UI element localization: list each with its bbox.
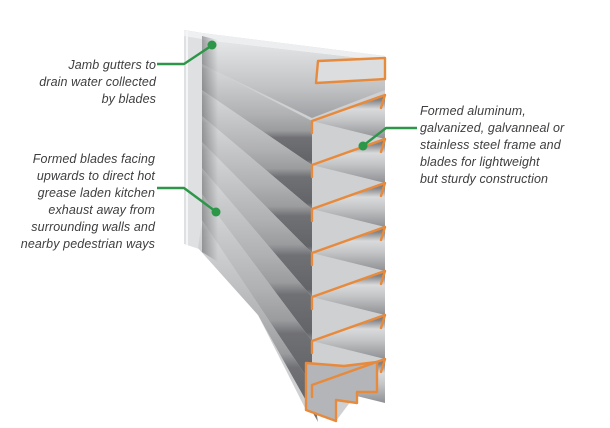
- blade-top-surface: [312, 315, 385, 359]
- leaders: [157, 40, 417, 217]
- blade-cut-section: [310, 357, 387, 399]
- leader-line-materials: [363, 126, 417, 146]
- leader-dot-jamb-gutters: [207, 40, 217, 50]
- blade-cut-section: [310, 225, 387, 267]
- louver-jamb: [184, 30, 202, 250]
- callout-formed-blades: Formed blades facing upwards to direct h…: [16, 134, 155, 253]
- blade-cut-sections: [310, 93, 387, 399]
- blade-front-face: [202, 116, 312, 253]
- blade-cut-section: [310, 269, 387, 311]
- callout-materials-text: Formed aluminum, galvanized, galvanneal …: [420, 104, 565, 186]
- callout-materials: Formed aluminum, galvanized, galvanneal …: [420, 86, 602, 188]
- callout-jamb-gutters: Jamb gutters to drain water collected by…: [10, 40, 156, 108]
- blade-front-face: [202, 90, 312, 209]
- leader-line-formed-blades: [157, 186, 216, 212]
- leader-line-jamb-gutters: [157, 45, 212, 66]
- head-top-surface: [202, 33, 385, 61]
- blade-top-surface: [312, 95, 385, 139]
- blade-cut-section: [310, 313, 387, 355]
- blade-top-surface: [312, 183, 385, 227]
- blade-top-surface: [312, 227, 385, 271]
- head-cut-section: [314, 56, 387, 85]
- callout-jamb-gutters-text: Jamb gutters to drain water collected by…: [39, 58, 156, 106]
- blade-front-face: [202, 194, 312, 385]
- blade-front-face: [202, 168, 312, 341]
- blade-cut-section: [310, 93, 387, 135]
- callout-formed-blades-text: Formed blades facing upwards to direct h…: [20, 152, 155, 251]
- blade-top-surface: [312, 271, 385, 315]
- blade-front-face: [198, 220, 318, 422]
- jamb-inner-shadow: [202, 36, 218, 262]
- blade-cut-section: [310, 181, 387, 223]
- blade-front-face: [202, 64, 312, 165]
- blade-top-surface: [312, 139, 385, 183]
- leader-dot-formed-blades: [211, 207, 221, 217]
- blade-front-face: [202, 142, 312, 297]
- leader-dot-materials: [358, 141, 368, 151]
- sill-cut-section: [304, 360, 379, 423]
- louver-blades: [198, 64, 385, 422]
- blade-cut-section: [310, 137, 387, 179]
